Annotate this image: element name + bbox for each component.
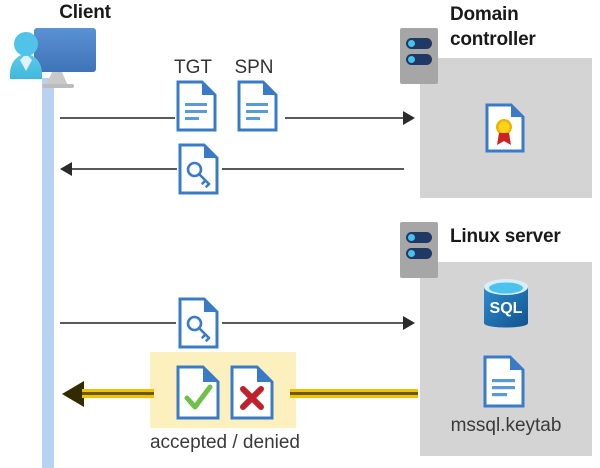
accepted-denied-label: accepted / denied [149,432,300,453]
keytab-filename-label: mssql.keytab [450,415,562,436]
client-lifeline [42,78,54,468]
message-line-issue-ticket-left [72,168,177,170]
message-arrowhead-issue-ticket [60,162,72,176]
certificate-document-icon [485,103,525,153]
domain-controller-server-rack-icon [400,28,438,84]
linux-server-rack-icon [400,222,438,278]
domain-controller-label: Domain controller [450,2,600,52]
tgt-document-icon [176,80,217,132]
client-workstation-icon [4,24,100,96]
sql-database-icon: SQL [480,277,532,333]
message-line-tgt-spn-left [60,117,175,119]
message-line-present-ticket-left [60,322,176,324]
document-cross-icon [230,365,274,420]
svg-text:SQL: SQL [490,300,523,317]
domain-controller-label-line1: Domain [450,4,519,25]
present-ticket-key-document-icon [178,297,219,349]
message-arrowhead-tgt-spn [403,111,415,125]
issued-ticket-key-document-icon [178,143,219,195]
auth-result-arrowhead [62,381,84,407]
message-line-issue-ticket-right [222,168,404,170]
linux-server-label: Linux server [450,226,561,247]
message-line-tgt-spn-right [285,117,403,119]
message-arrowhead-present-ticket [403,316,415,330]
spn-label: SPN [234,57,274,78]
client-label: Client [59,2,111,23]
auth-result-line-right-core [290,392,418,395]
keytab-document-icon [483,355,525,408]
spn-document-icon [237,80,278,132]
accepted-denied-highlight [150,352,296,428]
message-line-present-ticket-right [222,322,403,324]
auth-result-line-left-core [82,392,154,395]
tgt-label: TGT [174,57,212,78]
document-check-icon [176,365,220,420]
domain-controller-label-line2: controller [450,29,536,50]
